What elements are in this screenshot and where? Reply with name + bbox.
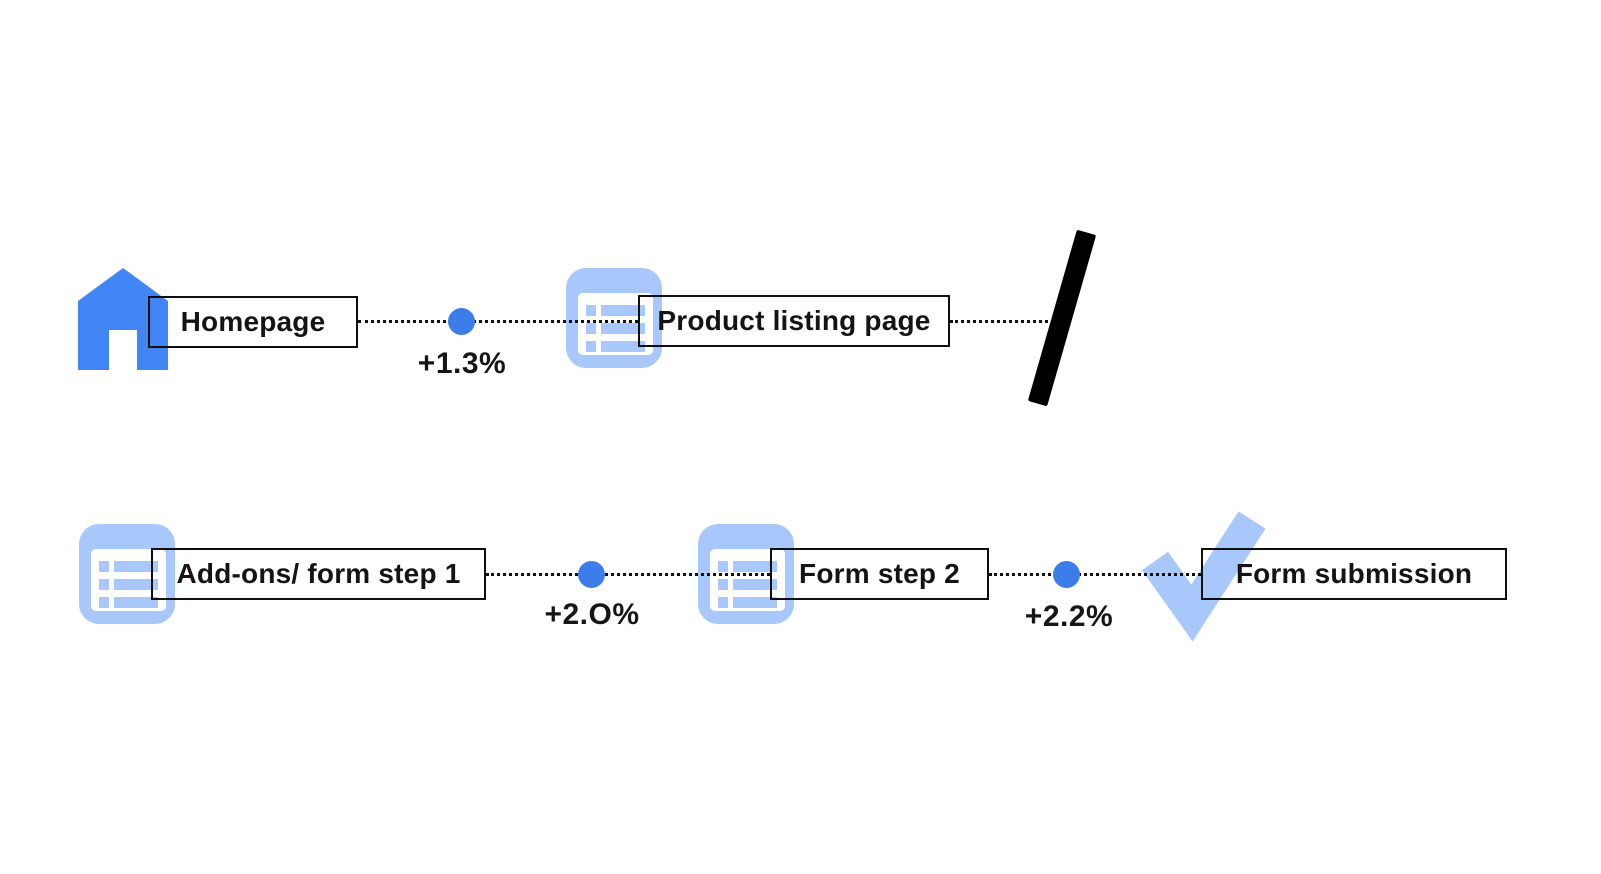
node-homepage-label: Homepage	[180, 306, 326, 337]
connector-step2-submission	[989, 573, 1201, 576]
node-form-submission-label: Form submission	[1235, 558, 1473, 589]
delta-label: +2.O%	[544, 598, 640, 631]
check-icon	[1141, 511, 1266, 642]
node-homepage: Homepage	[148, 296, 358, 348]
conversion-dot	[1053, 561, 1080, 588]
conversion-dot	[448, 308, 475, 335]
node-form-step-2-label: Form step 2	[799, 558, 960, 589]
node-product-listing: Product listing page	[638, 295, 950, 347]
node-product-listing-label: Product listing page	[657, 305, 931, 336]
continuation-slash-icon	[1027, 229, 1097, 407]
home-icon	[78, 268, 168, 370]
node-addons-label: Add-ons/ form step 1	[176, 558, 461, 589]
connector-homepage-product	[358, 320, 638, 323]
node-form-submission: Form submission	[1201, 548, 1507, 600]
node-form-step-2: Form step 2	[770, 548, 989, 600]
delta-label: +2.2%	[1024, 600, 1114, 633]
connector-product-break	[950, 320, 1048, 323]
node-addons: Add-ons/ form step 1	[151, 548, 486, 600]
connector-addons-step2	[486, 573, 770, 576]
delta-label: +1.3%	[417, 347, 507, 380]
conversion-dot	[578, 561, 605, 588]
